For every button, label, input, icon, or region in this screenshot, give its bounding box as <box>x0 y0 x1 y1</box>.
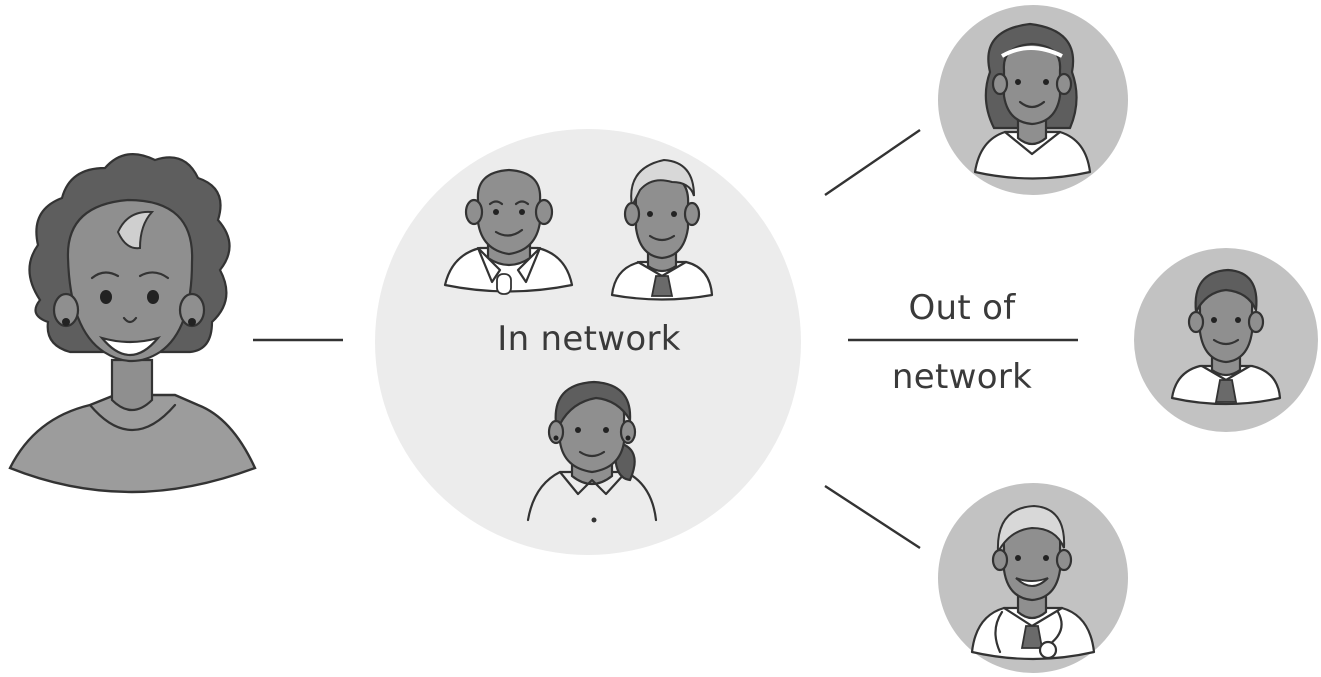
out-of-network-label-line2: network <box>891 357 1033 397</box>
connector-line-top <box>824 129 921 196</box>
patient-woman-icon <box>8 152 257 494</box>
doctor-bald-man-icon <box>443 168 574 295</box>
doctor-woman-icon <box>526 380 658 523</box>
connector-line-bottom <box>824 484 921 550</box>
doctor-man-tie-icon <box>1170 268 1282 406</box>
out-of-network-label-line1: Out of <box>908 288 1016 328</box>
doctor-older-man-stethoscope-icon <box>970 504 1096 661</box>
doctor-young-man-icon <box>610 158 714 301</box>
doctor-woman-curly-icon <box>973 22 1092 180</box>
in-network-label: In network <box>497 319 681 359</box>
